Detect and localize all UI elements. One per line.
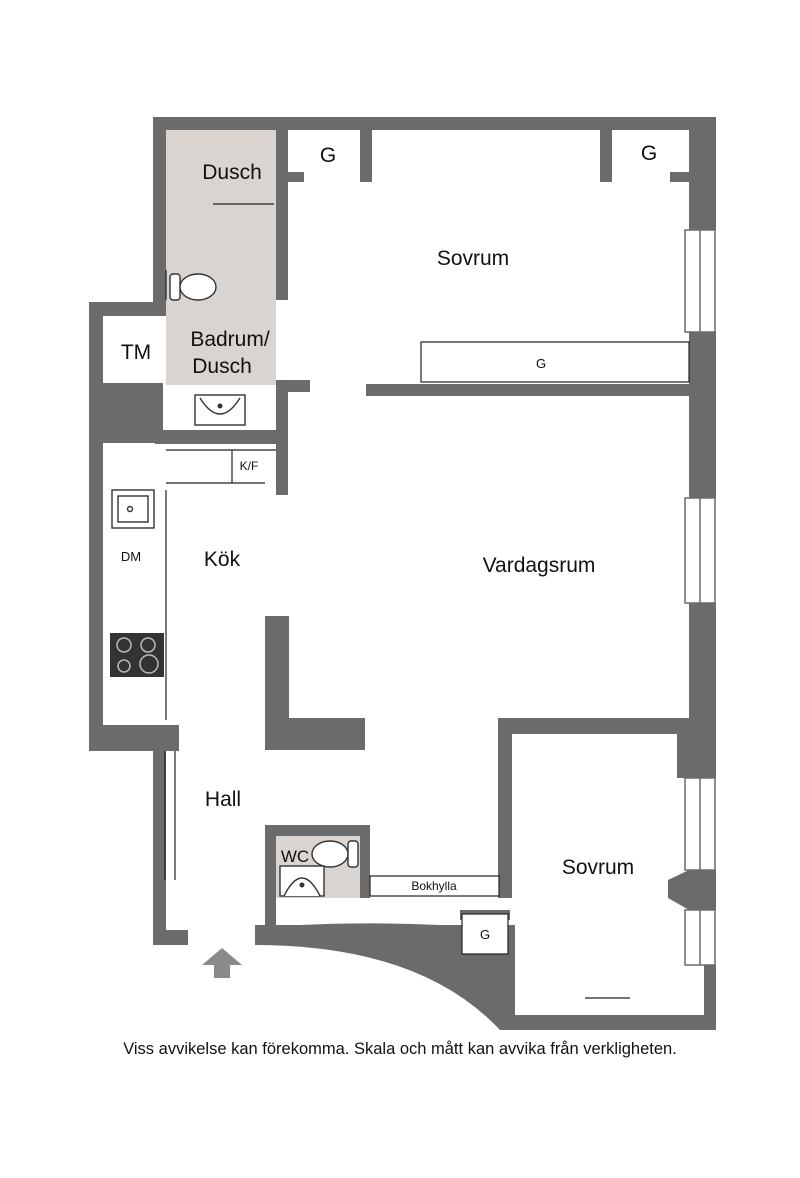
label-g-closet-3: G xyxy=(536,356,546,371)
label-sovrum-top: Sovrum xyxy=(437,247,509,270)
sink-icon xyxy=(194,394,246,426)
stove-icon xyxy=(110,633,164,677)
closet-bar-sovrum xyxy=(420,341,690,383)
label-dusch: Dusch xyxy=(202,161,262,184)
sink-icon-wc xyxy=(279,865,325,897)
label-g-closet-2: G xyxy=(641,142,657,165)
label-wc: WC xyxy=(281,847,309,866)
label-vardagsrum: Vardagsrum xyxy=(483,554,596,577)
label-tm: TM xyxy=(121,341,151,364)
dishwasher-icon xyxy=(111,489,155,529)
entry-arrow-icon xyxy=(202,948,242,978)
toilet-icon xyxy=(169,273,217,301)
label-sovrum-bottom: Sovrum xyxy=(562,856,634,879)
walls xyxy=(89,117,716,1030)
thin-lines xyxy=(164,203,630,999)
label-dm: DM xyxy=(121,549,141,564)
label-hall: Hall xyxy=(205,788,241,811)
label-kf: K/F xyxy=(240,459,259,473)
label-bokhylla: Bokhylla xyxy=(411,879,457,893)
label-g-closet-4: G xyxy=(480,927,490,942)
closet-box-lower xyxy=(461,913,509,955)
window-icon xyxy=(684,229,716,966)
label-badrum-line2: Dusch xyxy=(192,355,252,378)
label-g-closet-1: G xyxy=(320,144,336,167)
toilet-icon-wc xyxy=(311,840,359,868)
shower-floor xyxy=(166,130,276,385)
disclaimer-caption: Viss avvikelse kan förekomma. Skala och … xyxy=(123,1040,677,1058)
label-badrum-line1: Badrum/ xyxy=(190,328,270,351)
bokhylla-box xyxy=(369,875,500,897)
label-kok: Kök xyxy=(204,548,241,571)
floor-plan: Dusch Badrum/ Dusch TM K/F DM Kök Sovrum… xyxy=(89,117,716,1030)
